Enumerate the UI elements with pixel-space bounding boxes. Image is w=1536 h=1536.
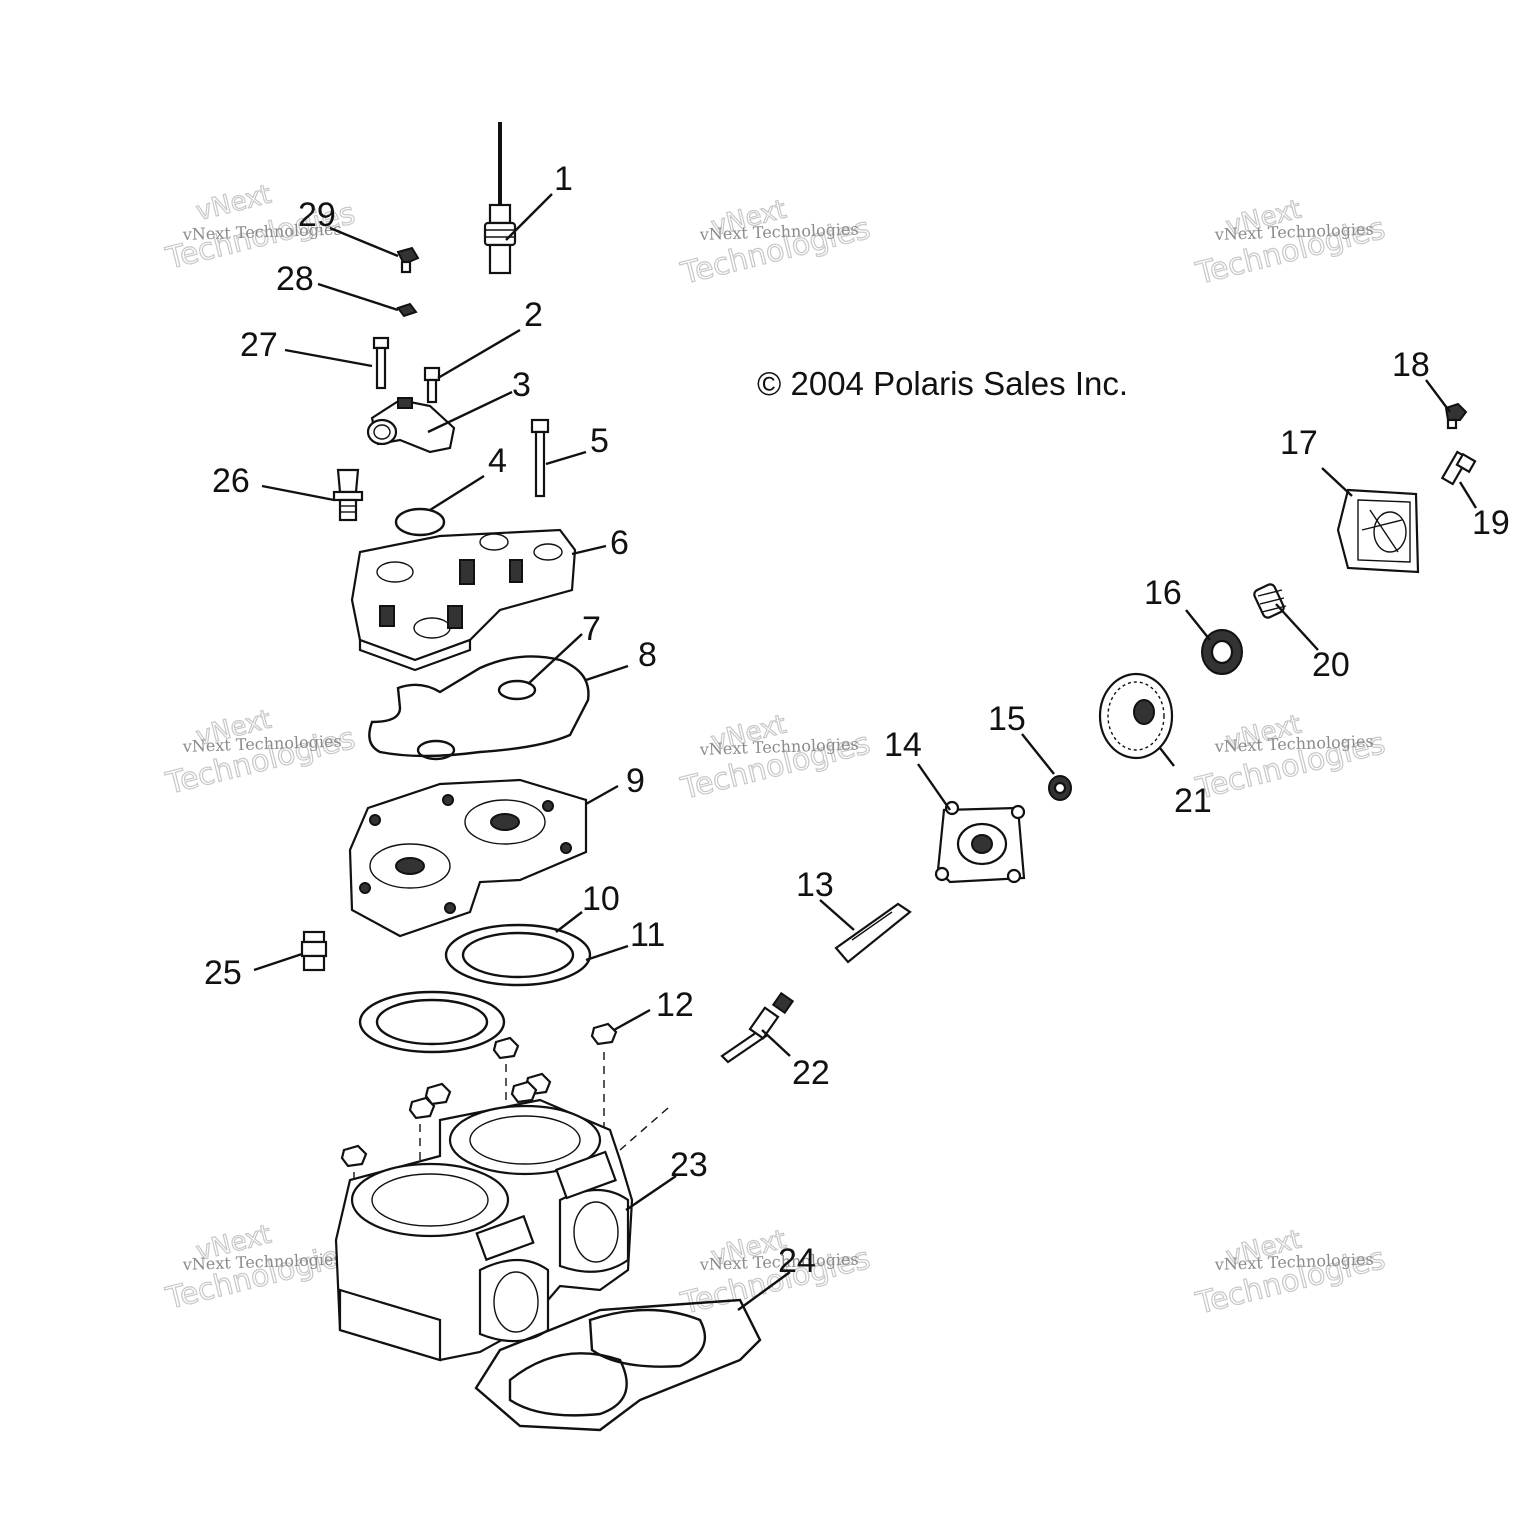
part-8-cover-gasket — [368, 655, 590, 758]
callout-8: 8 — [638, 636, 657, 674]
part-4-o-ring — [394, 507, 446, 537]
part-18-screw — [1444, 402, 1468, 430]
callout-numbers: 1 2 3 4 5 6 7 8 9 10 11 12 13 14 15 16 1… — [204, 160, 1510, 1280]
callout-7: 7 — [582, 610, 601, 648]
part-20-spring — [1253, 583, 1287, 619]
callout-15: 15 — [988, 700, 1026, 738]
callout-9: 9 — [626, 762, 645, 800]
callout-4: 4 — [488, 442, 507, 480]
callout-14: 14 — [884, 726, 922, 764]
part-27-bolt — [372, 336, 390, 390]
callout-29: 29 — [298, 196, 336, 234]
part-22-bleeder — [720, 991, 795, 1064]
copyright-notice: © 2004 Polaris Sales Inc. — [757, 365, 1128, 402]
part-14-pump-housing — [934, 800, 1026, 884]
callout-28: 28 — [276, 260, 314, 298]
part-13-pump-gasket — [834, 902, 912, 964]
part-7-o-ring — [497, 679, 537, 701]
part-21-impeller — [1098, 672, 1174, 760]
callout-1: 1 — [554, 160, 573, 198]
part-28-washer — [396, 302, 418, 318]
callout-13: 13 — [796, 866, 834, 904]
callout-16: 16 — [1144, 574, 1182, 612]
callout-25: 25 — [204, 954, 242, 992]
part-25-fitting — [300, 930, 328, 972]
part-2-bolt — [423, 366, 441, 404]
part-3-thermostat-housing — [366, 397, 456, 454]
callout-18: 18 — [1392, 346, 1430, 384]
watermark-group: vNext Technologies vNext Technologies vN… — [162, 179, 1390, 1322]
callout-22: 22 — [792, 1054, 830, 1092]
callout-2: 2 — [524, 296, 543, 334]
part-19-screw — [1440, 450, 1477, 486]
part-7-o-ring — [416, 739, 456, 761]
part-23-cylinder-block — [334, 1098, 634, 1362]
part-15-gear — [1048, 775, 1072, 801]
callout-21: 21 — [1174, 782, 1212, 820]
callout-10: 10 — [582, 880, 620, 918]
part-26-thermostat — [332, 468, 364, 522]
callout-26: 26 — [212, 462, 250, 500]
callout-5: 5 — [590, 422, 609, 460]
part-9-cylinder-head — [348, 778, 588, 938]
part-5-bolt — [530, 418, 550, 498]
part-24-base-gasket — [474, 1298, 762, 1432]
leader-lines — [253, 193, 1478, 1311]
part-12-nuts — [340, 1022, 669, 1270]
part-16-gear — [1201, 629, 1243, 675]
callout-27: 27 — [240, 326, 278, 364]
callout-12: 12 — [656, 986, 694, 1024]
part-10-11-head-gasket — [358, 923, 592, 1054]
callout-17: 17 — [1280, 424, 1318, 462]
callout-3: 3 — [512, 366, 531, 404]
callout-24: 24 — [778, 1242, 816, 1280]
part-6-head-cover — [350, 528, 577, 672]
callout-6: 6 — [610, 524, 629, 562]
callout-23: 23 — [670, 1146, 708, 1184]
callout-19: 19 — [1472, 504, 1510, 542]
callout-11: 11 — [630, 916, 665, 954]
part-1-sensor — [483, 122, 517, 275]
part-17-pump-cover — [1336, 488, 1420, 574]
callout-20: 20 — [1312, 646, 1350, 684]
part-29-screw — [396, 246, 420, 274]
